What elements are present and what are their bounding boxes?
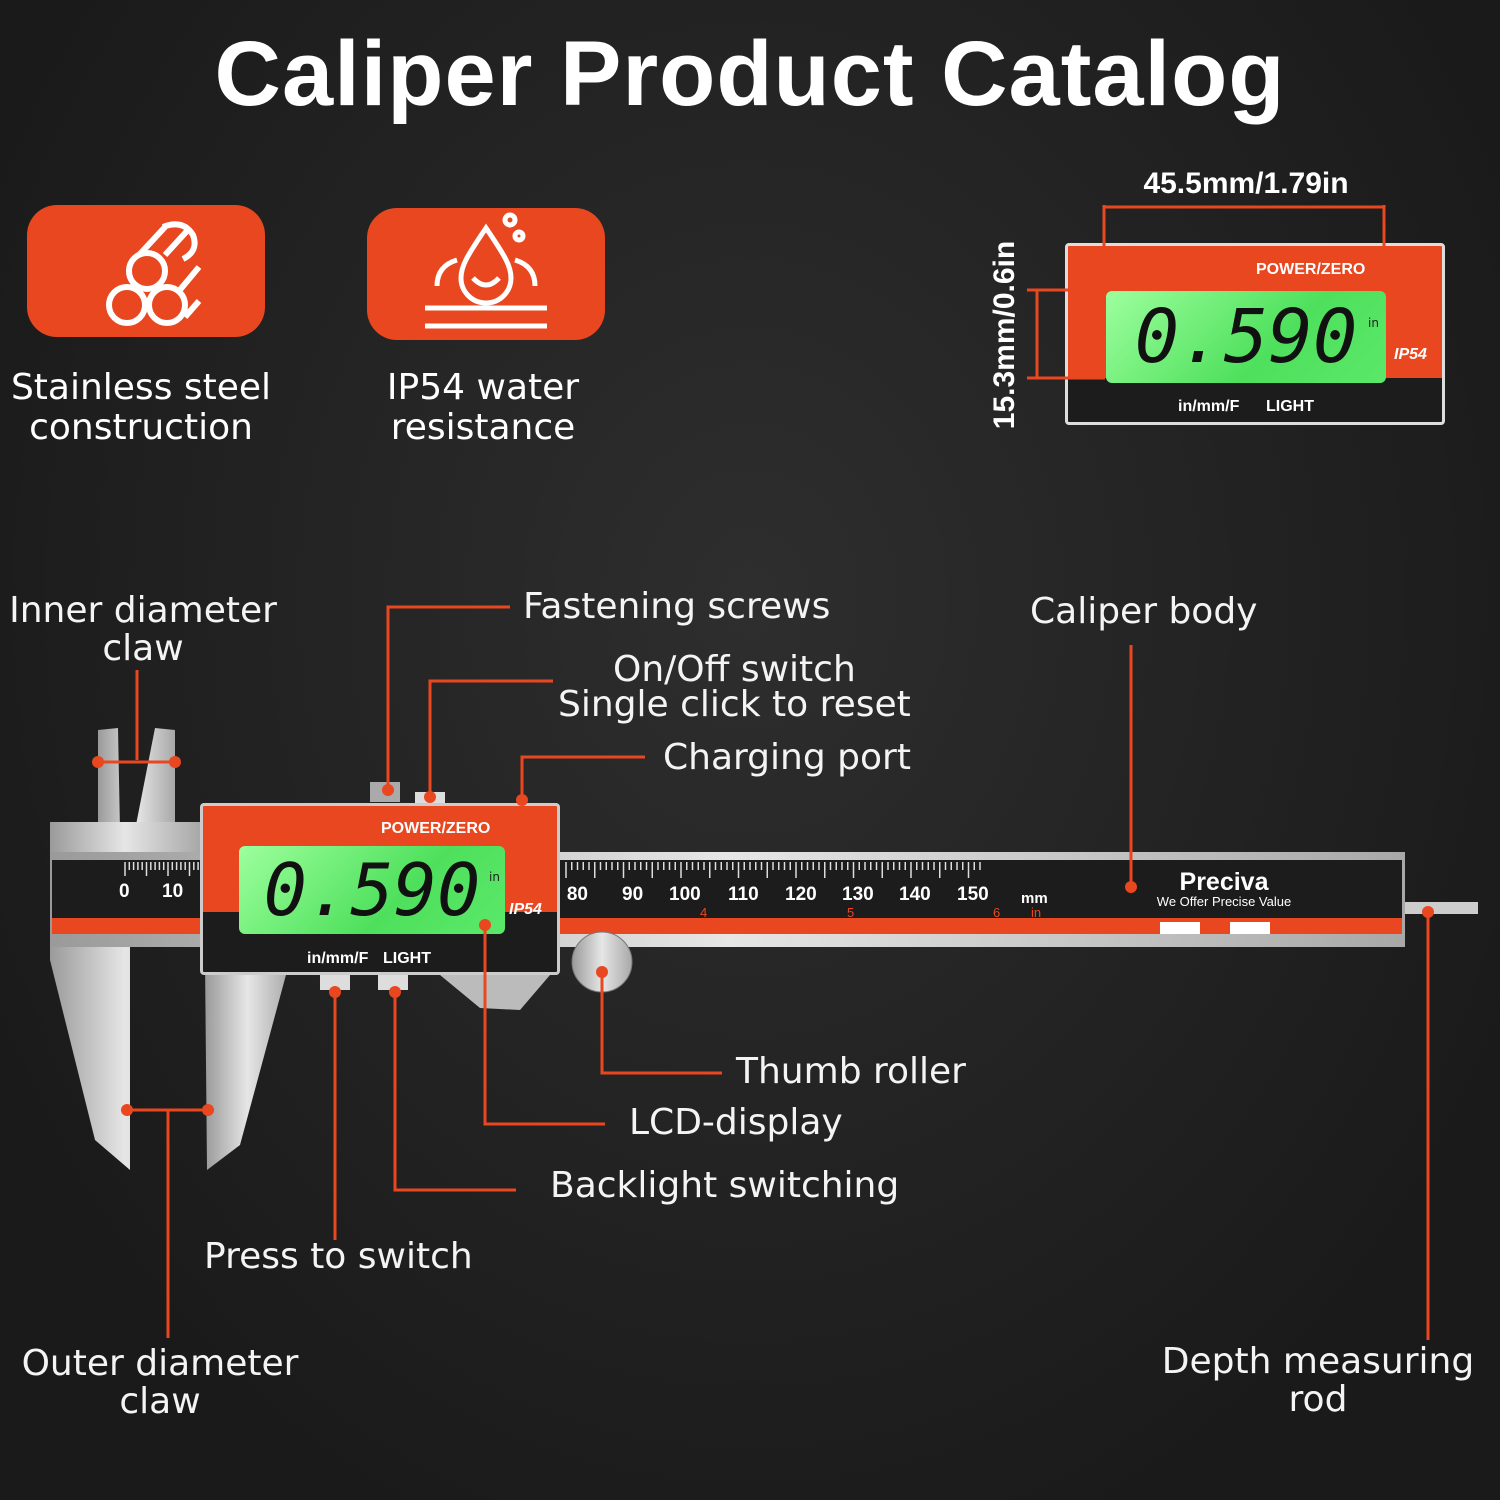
callout-text: Single click to reset [558,684,911,725]
callout-depth-rod: Depth measuring rod [1160,1343,1476,1419]
mm-unit-label: mm [1021,890,1048,907]
callout-backlight-switching: Backlight switching [550,1165,900,1206]
display-width-label: 45.5mm/1.79in [1143,167,1349,200]
feature-label-water: IP54 water resistance [333,368,633,448]
ip54-label: IP54 [509,901,542,918]
mm-tick-label: 110 [728,884,759,905]
callout-text: claw [119,1381,201,1422]
light-button-label: LIGHT [1266,398,1314,415]
feature-label-line: IP54 water [386,367,580,408]
brand-logo: Preciva We Offer Precise Value [1146,868,1302,909]
callout-lcd-display: LCD-display [629,1102,843,1143]
callout-caliper-body: Caliper body [1030,591,1258,632]
in-tick-label: 6 [993,905,1001,920]
mode-button-label[interactable]: in/mm/F [307,950,369,967]
power-zero-label: POWER/ZERO [381,820,491,837]
callout-charging-port: Charging port [663,737,911,778]
callout-text: rod [1288,1379,1348,1420]
mm-tick-label: 140 [899,884,931,905]
mm-tick-label: 90 [622,884,644,905]
feature-label-steel: Stainless steel construction [0,368,291,448]
feature-label-line: resistance [390,407,576,448]
steel-pipes-icon [106,221,202,326]
caliper-display-unit: POWER/ZERO 0.590 in IP54 in/mm/F LIGHT [200,803,560,975]
mm-tick-label: 100 [669,884,701,905]
mode-button-label: in/mm/F [1178,398,1240,415]
mm-tick-label: 0 [119,881,130,902]
brand-tagline: We Offer Precise Value [1156,894,1292,909]
callout-outer-claw: Outer diameter claw [10,1345,310,1421]
mm-tick-label: 10 [162,881,184,902]
in-unit-label: in [1031,905,1042,920]
water-drop-icon [425,212,547,329]
power-zero-label: POWER/ZERO [1256,261,1366,278]
callout-press-to-switch: Press to switch [204,1236,473,1277]
callout-thumb-roller: Thumb roller [736,1051,966,1092]
light-button-label[interactable]: LIGHT [383,950,431,967]
in-tick-label: 5 [847,905,855,920]
mm-tick-label: 80 [566,884,588,905]
page-title: Caliper Product Catalog [214,23,1286,125]
feature-label-line: Stainless steel [10,367,272,408]
callout-text: Outer diameter [21,1343,299,1384]
callout-text: Depth measuring [1161,1341,1475,1382]
callout-fastening-screws: Fastening screws [523,586,831,627]
feature-badge-steel [27,205,265,337]
lcd-reading: 0.590 [1106,291,1386,383]
mm-tick-label: 130 [842,884,874,905]
callout-onoff-switch: On/Off switch Single click to reset [558,649,911,725]
callout-text: On/Off switch [612,649,856,690]
feature-badge-water [367,208,605,340]
in-tick-label: 4 [700,905,708,920]
ip54-label: IP54 [1394,346,1427,363]
callout-text: claw [102,628,184,669]
callout-inner-claw: Inner diameter claw [8,592,278,668]
mm-tick-label: 120 [785,884,817,905]
brand-name: Preciva [1179,868,1269,896]
mm-tick-label: 150 [957,884,989,905]
lcd-reading: 0.590 [239,846,505,934]
lcd-unit: in [1368,316,1379,330]
callout-text: Inner diameter [9,590,277,631]
display-detail-panel: POWER/ZERO 0.590 in IP54 in/mm/F LIGHT [1065,243,1445,425]
feature-label-line: construction [29,407,253,448]
lcd-unit: in [489,870,500,884]
